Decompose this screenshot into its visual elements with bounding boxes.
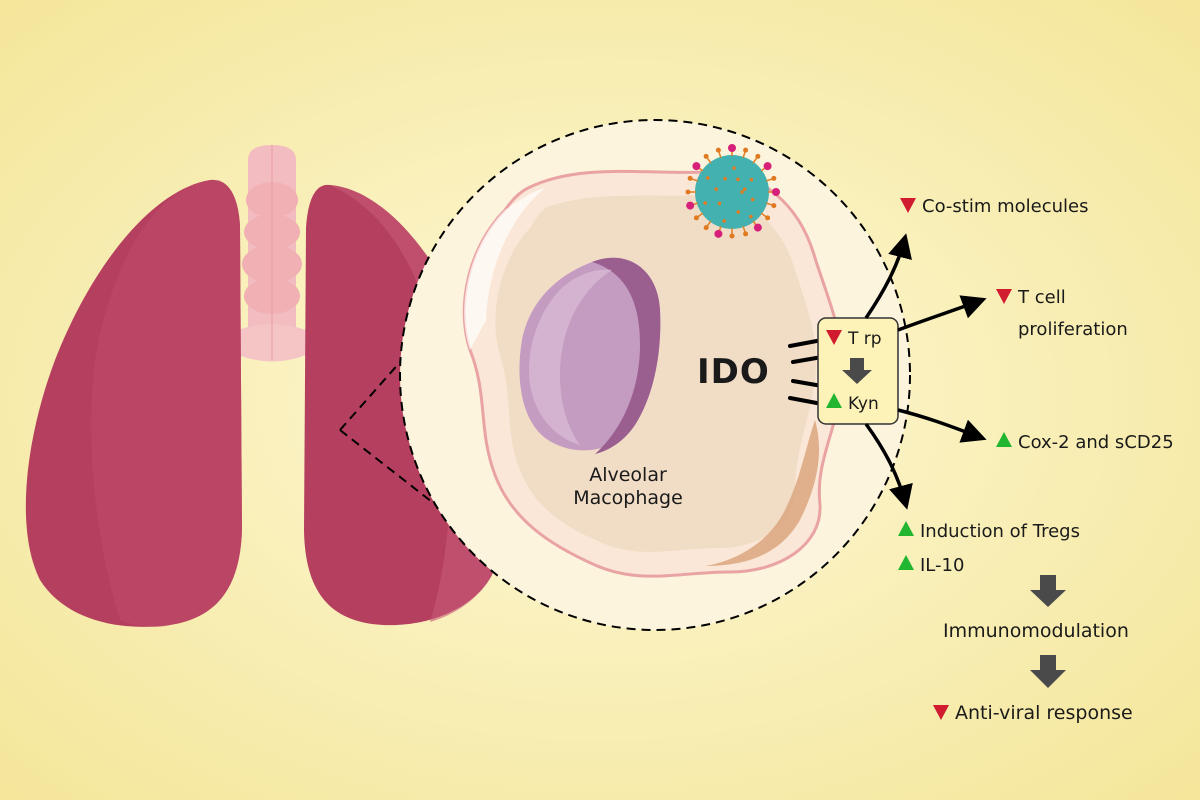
antiviral-text: Anti-viral response — [955, 702, 1133, 724]
trachea — [238, 145, 306, 362]
decrease-marker-icon — [996, 289, 1012, 304]
immunomodulation-label: Immunomodulation — [943, 620, 1129, 642]
trp-label: T rp — [826, 329, 882, 349]
decrease-marker-icon — [826, 330, 842, 345]
output-arrows — [864, 233, 987, 510]
trp-text: T rp — [848, 329, 882, 349]
macrophage-label: Alveolar Macophage — [563, 464, 693, 510]
kyn-label: Kyn — [826, 393, 879, 414]
trp-to-kyn-arrow — [842, 358, 872, 384]
ido-label: IDO — [697, 352, 770, 392]
arrow-tregs — [864, 422, 913, 510]
virus-particle — [685, 144, 780, 239]
tregs-label: Induction of Tregs — [898, 521, 1080, 542]
tcell-label-line2: proliferation — [1018, 319, 1128, 340]
block-arrow-2 — [1030, 655, 1066, 688]
cox2-label: Cox-2 and sCD25 — [996, 432, 1174, 453]
block-arrow-1 — [1030, 575, 1066, 607]
increase-marker-icon — [898, 555, 914, 570]
macrophage-label-line1: Alveolar — [589, 464, 667, 486]
decrease-marker-icon — [933, 705, 949, 720]
nucleus — [519, 257, 661, 454]
tcell-label-line1: T cell — [996, 287, 1066, 308]
arrow-cox2 — [897, 408, 987, 443]
tregs-text: Induction of Tregs — [920, 521, 1080, 542]
cox2-text: Cox-2 and sCD25 — [1018, 432, 1174, 453]
tcell-text-1: T cell — [1018, 287, 1066, 308]
ido-lines — [788, 338, 824, 406]
increase-marker-icon — [996, 432, 1012, 447]
increase-marker-icon — [898, 521, 914, 536]
decrease-marker-icon — [900, 198, 916, 213]
costim-text: Co-stim molecules — [922, 196, 1089, 217]
increase-marker-icon — [826, 393, 842, 408]
il10-label: IL-10 — [898, 555, 964, 576]
arrow-tcell — [897, 295, 987, 332]
il10-text: IL-10 — [920, 555, 965, 576]
left-lung — [25, 179, 243, 627]
magnified-view-outline — [399, 119, 911, 631]
costim-label: Co-stim molecules — [900, 196, 1088, 217]
antiviral-label: Anti-viral response — [933, 702, 1133, 724]
macrophage-label-line2: Macophage — [573, 487, 683, 509]
kyn-text: Kyn — [848, 394, 879, 414]
arrow-costim — [864, 233, 912, 319]
